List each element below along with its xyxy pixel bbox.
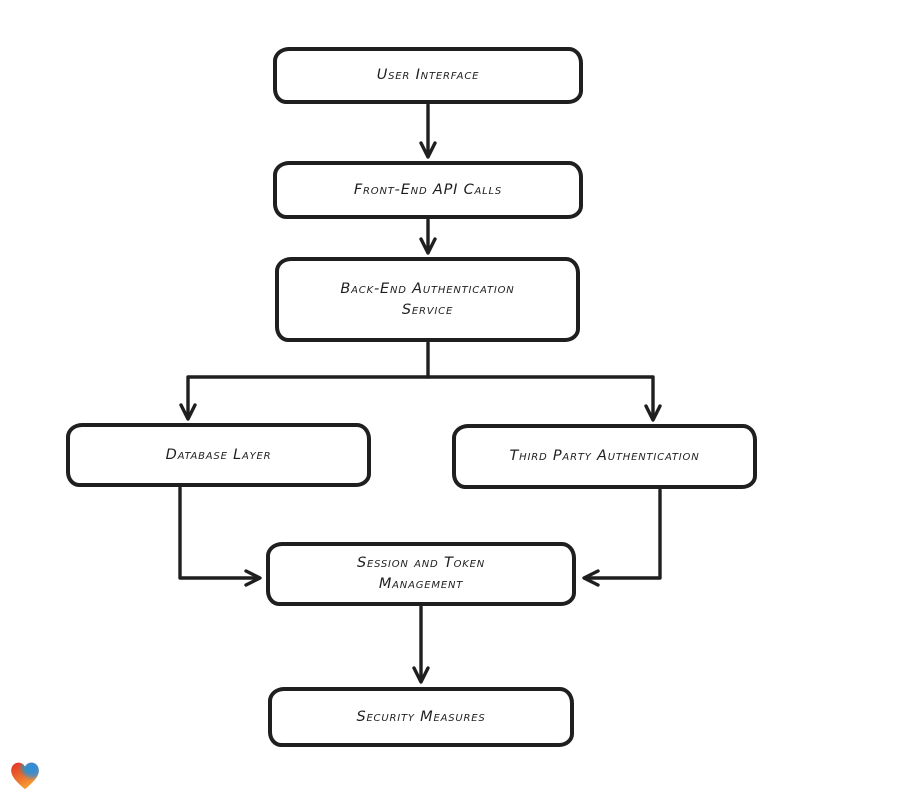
node-label: Database Layer: [165, 446, 272, 463]
edge-line: [583, 488, 662, 580]
node-third-party-authentication[interactable]: Third Party Authentication: [452, 424, 757, 489]
node-back-end-authentication-service[interactable]: Back-End Authentication Service: [275, 257, 580, 342]
node-label: Security Measures: [356, 708, 486, 725]
edge-back-end-to-database: [179, 341, 430, 421]
heart-icon[interactable]: [8, 759, 42, 793]
edge-line: [426, 375, 655, 421]
node-front-end-api-calls[interactable]: Front-End API Calls: [273, 161, 583, 219]
arrowhead-down-icon: [644, 404, 662, 422]
node-label: User Interface: [376, 67, 480, 83]
node-label: Front-End API Calls: [353, 181, 503, 198]
edge-front-end-to-back-end: [419, 218, 437, 255]
node-security-measures[interactable]: Security Measures: [268, 687, 574, 747]
node-session-and-token-management[interactable]: Session and Token Management: [266, 542, 576, 606]
arrowhead-down-icon: [179, 403, 197, 421]
node-label: Session and Token Management: [356, 555, 486, 592]
edge-session-to-security: [412, 605, 430, 684]
edge-line: [186, 341, 430, 420]
arrowhead-left-icon: [582, 569, 600, 587]
edge-third-party-to-session: [582, 488, 662, 587]
edge-back-end-to-third-party: [426, 375, 662, 422]
arrowhead-down-icon: [419, 141, 437, 159]
node-user-interface[interactable]: User Interface: [273, 47, 583, 104]
node-database-layer[interactable]: Database Layer: [66, 423, 371, 487]
arrowhead-down-icon: [419, 237, 437, 255]
arrowhead-down-icon: [412, 666, 430, 684]
edge-user-interface-to-front-end: [419, 103, 437, 159]
edge-line: [178, 486, 261, 580]
arrowhead-right-icon: [244, 569, 262, 587]
node-label: Back-End Authentication Service: [340, 280, 515, 318]
edge-database-to-session: [178, 486, 262, 587]
node-label: Third Party Authentication: [509, 448, 700, 464]
